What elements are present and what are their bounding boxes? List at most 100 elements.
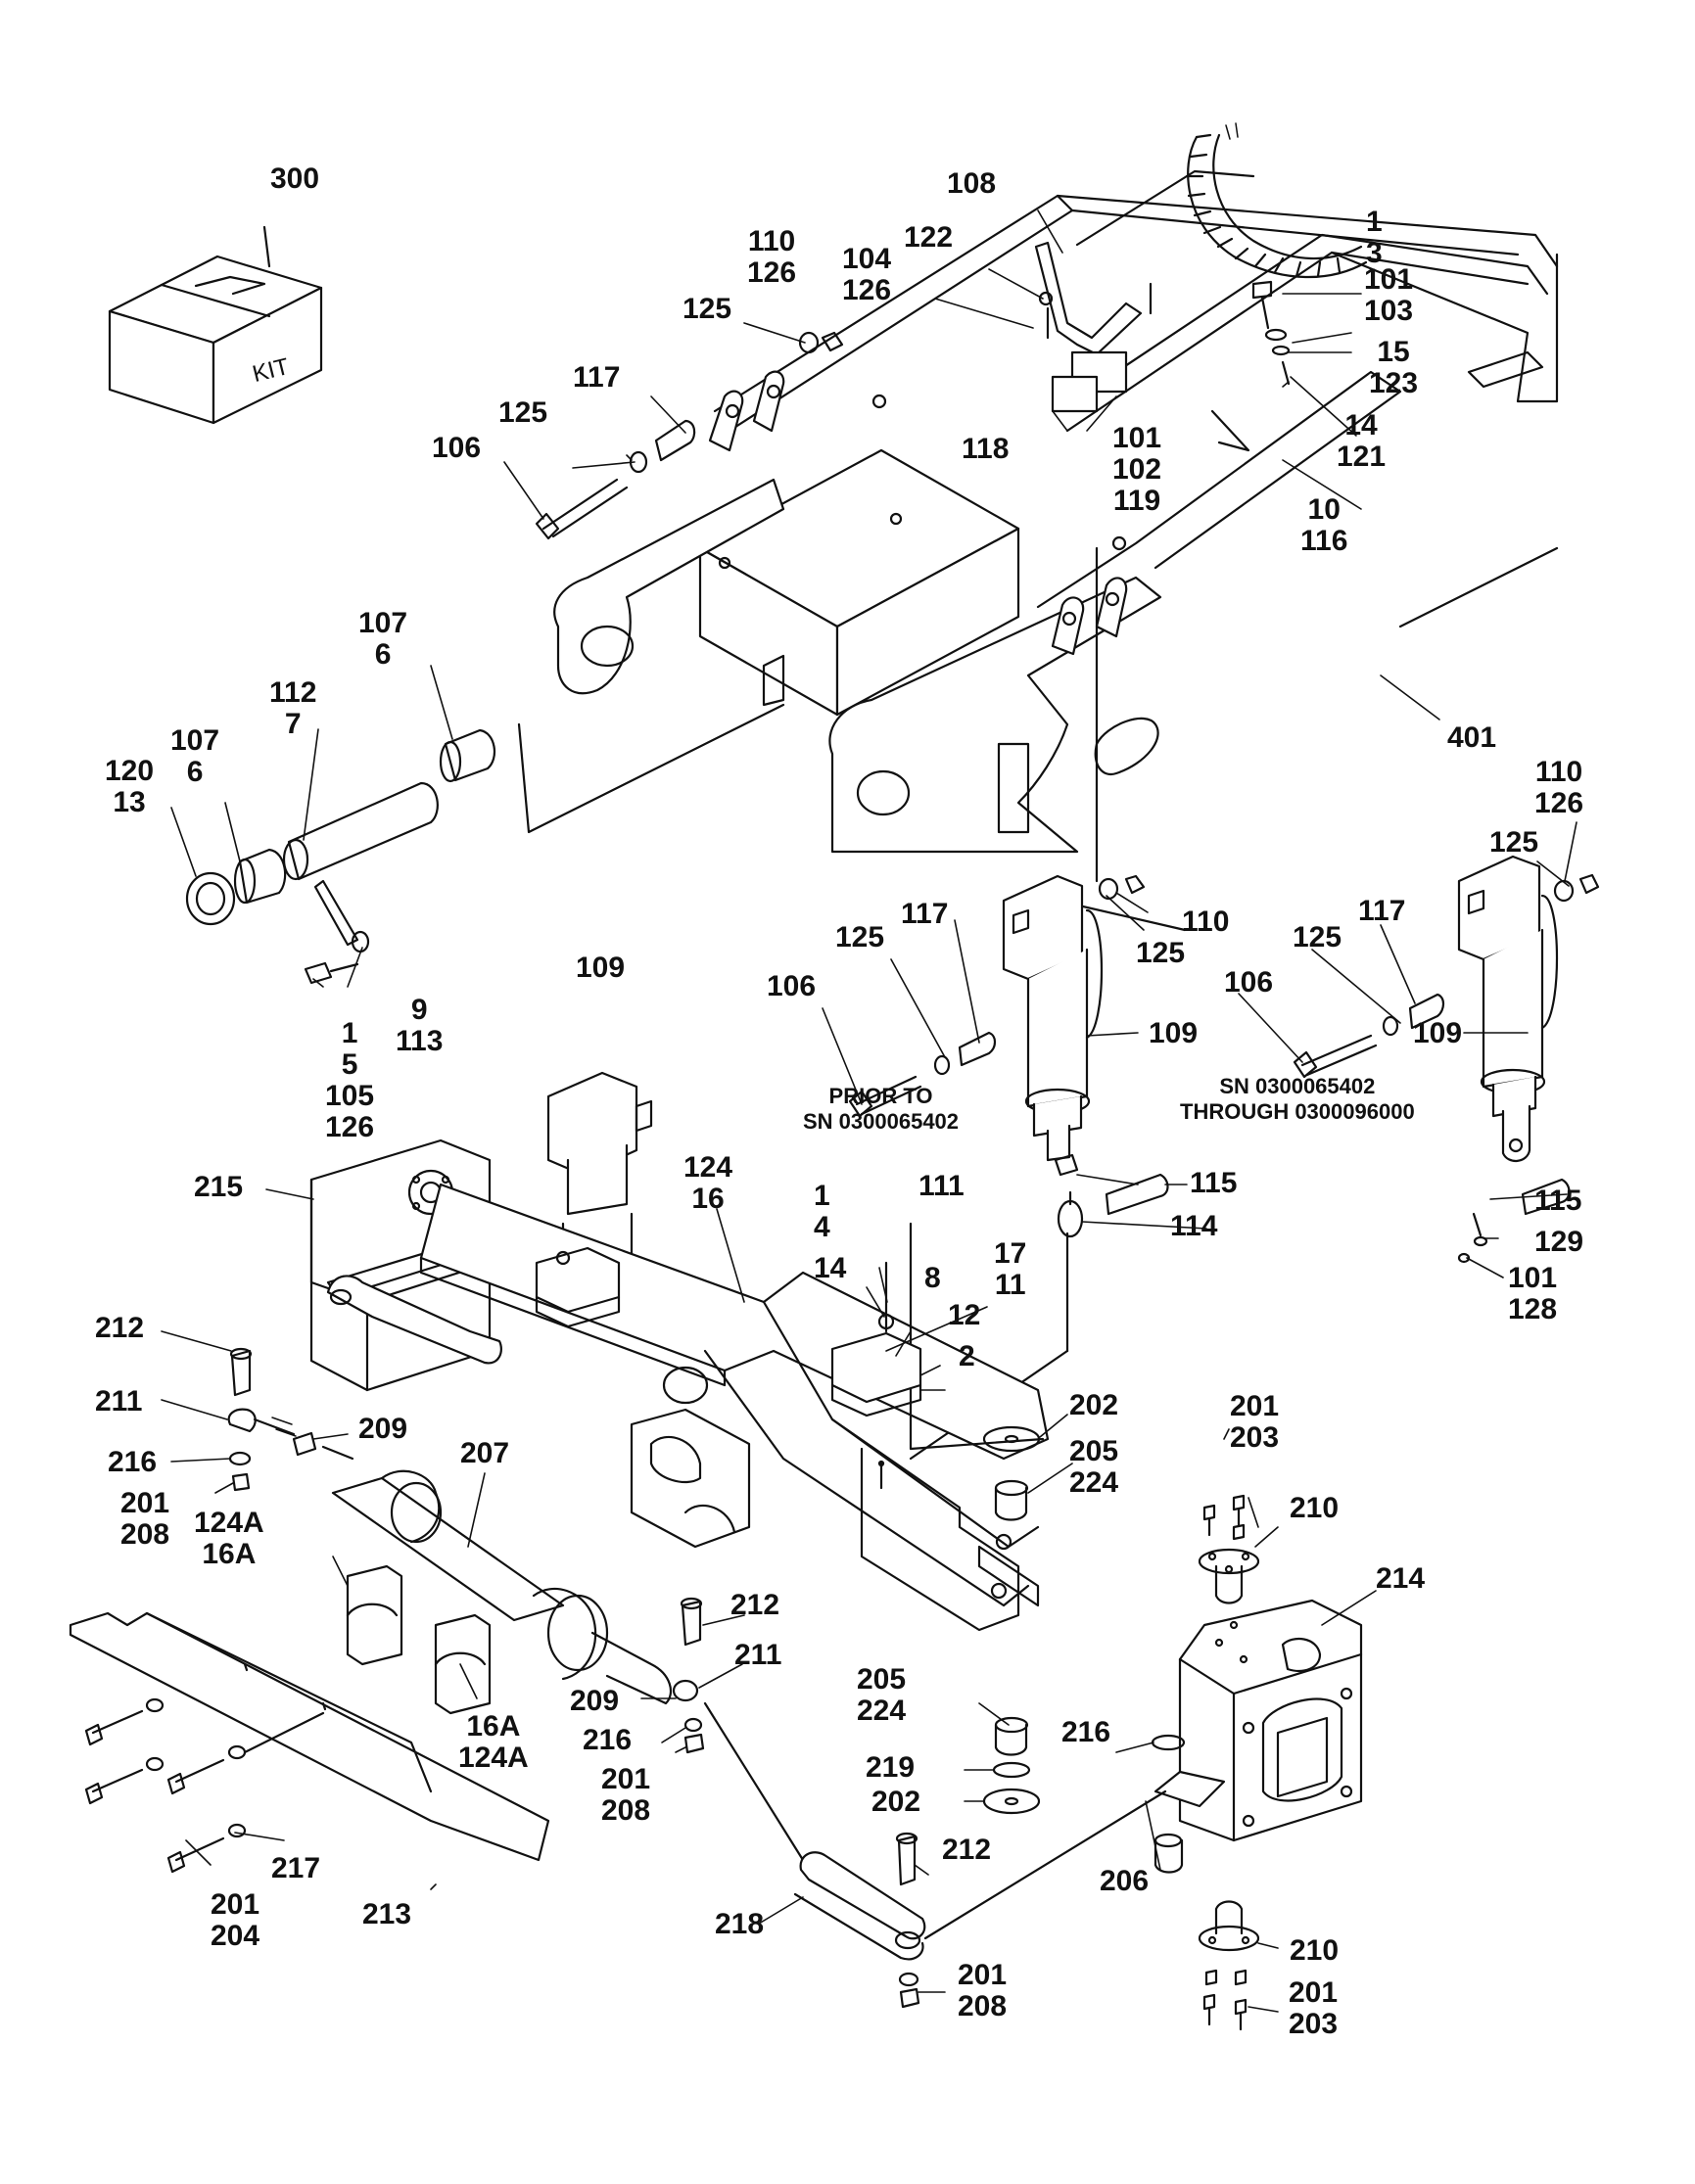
- callout-115-right: 115: [1534, 1185, 1582, 1217]
- callout-114: 114: [1170, 1210, 1218, 1242]
- callout-104-126: 104 126: [842, 243, 892, 306]
- callout-111: 111: [918, 1170, 965, 1202]
- callout-216-left: 216: [108, 1446, 158, 1478]
- callout-110-126-right: 110 126: [1534, 756, 1584, 819]
- callout-2: 2: [959, 1340, 975, 1372]
- callout-17-11: 17 11: [994, 1237, 1027, 1301]
- callout-14: 14: [814, 1252, 847, 1284]
- callout-217: 217: [271, 1852, 321, 1884]
- callout-213: 213: [362, 1898, 412, 1930]
- driveshaft-207: [331, 1469, 699, 1705]
- callout-8: 8: [924, 1262, 941, 1294]
- callout-125-mid: 125: [835, 921, 885, 953]
- callout-219: 219: [866, 1751, 916, 1784]
- callout-9-113: 9 113: [396, 994, 444, 1057]
- callout-16a-124a-bottom: 16A 124A: [458, 1710, 529, 1774]
- callout-300: 300: [270, 163, 320, 195]
- note-sn-through: SN 0300065402 THROUGH 0300096000: [1180, 1074, 1415, 1124]
- callout-10-116: 10 116: [1300, 493, 1348, 557]
- callout-101-103: 101 103: [1364, 263, 1414, 327]
- callout-201-208-mid: 201 208: [601, 1763, 651, 1827]
- callout-109-right: 109: [1413, 1017, 1463, 1049]
- callout-120-13: 120 13: [105, 755, 155, 818]
- callout-125-right: 125: [1489, 826, 1539, 859]
- link-218: [793, 1789, 1167, 2009]
- callout-201-208-left: 201 208: [120, 1487, 170, 1551]
- upper-frame: [553, 169, 1559, 854]
- kit-box: [108, 225, 323, 425]
- callout-107-6-a: 107 6: [358, 607, 408, 671]
- callout-215: 215: [194, 1171, 244, 1203]
- callout-205-224-top: 205 224: [1069, 1435, 1119, 1499]
- callout-101-128: 101 128: [1508, 1262, 1558, 1325]
- callout-201-203-bottom: 201 203: [1289, 1976, 1339, 2040]
- callout-205-224-bottom: 205 224: [857, 1663, 907, 1727]
- callout-112-7: 112 7: [269, 676, 317, 740]
- callout-210-top: 210: [1290, 1492, 1340, 1524]
- callout-125-right2: 125: [1293, 921, 1342, 953]
- callout-107-6-b: 107 6: [170, 724, 220, 788]
- callout-201-203-top: 201 203: [1230, 1390, 1280, 1454]
- lower-frame: [309, 1138, 1050, 1632]
- guard-213: [69, 1611, 550, 1874]
- callout-401: 401: [1447, 721, 1497, 754]
- callout-201-204: 201 204: [211, 1888, 260, 1952]
- callout-211-left: 211: [95, 1385, 143, 1417]
- cylinder-109-mid: [1002, 874, 1104, 1162]
- callout-12: 12: [948, 1299, 981, 1331]
- callout-14-121: 14 121: [1337, 409, 1387, 473]
- callout-212-mid: 212: [730, 1589, 780, 1621]
- callout-216-right: 216: [1061, 1716, 1111, 1748]
- callout-202-top: 202: [1069, 1389, 1119, 1421]
- cylinder-109-right: [1457, 855, 1559, 1162]
- callout-125-top: 125: [683, 293, 732, 325]
- callout-1-3: 1 3: [1366, 206, 1383, 269]
- callout-206: 206: [1100, 1865, 1150, 1897]
- clamps-16a: [346, 1564, 492, 1715]
- callout-124-16: 124 16: [683, 1151, 733, 1215]
- callout-118: 118: [962, 433, 1010, 465]
- callout-109-mid: 109: [1149, 1017, 1199, 1049]
- callout-202-bottom: 202: [871, 1786, 921, 1818]
- callout-218: 218: [715, 1908, 765, 1940]
- callout-108: 108: [947, 167, 997, 200]
- callout-125-mid2: 125: [1136, 937, 1186, 969]
- callout-210-bottom: 210: [1290, 1934, 1340, 1967]
- small-pins: [1054, 1153, 1571, 1264]
- callout-129: 129: [1534, 1226, 1584, 1258]
- callout-106-top: 106: [432, 432, 482, 464]
- flange-210-top: [1198, 1494, 1260, 1604]
- callout-15-123: 15 123: [1369, 336, 1419, 399]
- callout-106-mid: 106: [767, 970, 817, 1002]
- callout-212-bottom: 212: [942, 1834, 992, 1866]
- callout-122: 122: [904, 221, 954, 254]
- callout-214: 214: [1376, 1562, 1426, 1595]
- callout-117-right: 117: [1358, 895, 1406, 927]
- swing-gear: [1185, 122, 1368, 279]
- callout-1-5-105-126: 1 5 105 126: [325, 1017, 375, 1143]
- callout-125-mid-top: 125: [498, 396, 548, 429]
- pin-group: [185, 703, 785, 985]
- callout-117-top: 117: [573, 361, 621, 394]
- callout-216-mid: 216: [583, 1724, 633, 1756]
- top-hardware: [535, 331, 1600, 1461]
- callout-110-126-top: 110 126: [747, 225, 797, 289]
- callout-115-mid: 115: [1190, 1167, 1238, 1199]
- callout-201-208-bottom: 201 208: [958, 1959, 1008, 2022]
- callout-207: 207: [460, 1437, 510, 1469]
- flange-210-bottom: [1198, 1900, 1260, 2031]
- callout-110-mid: 110: [1182, 906, 1230, 938]
- callout-109-left: 109: [576, 952, 626, 984]
- callout-1-4: 1 4: [814, 1180, 830, 1243]
- bushing-washers: [982, 1425, 1041, 1815]
- callout-101-102-119: 101 102 119: [1112, 422, 1162, 517]
- callout-106-right: 106: [1224, 966, 1274, 999]
- leader-lines: [161, 209, 1577, 2013]
- callout-209-left: 209: [358, 1413, 408, 1445]
- left-linkage-hardware: [227, 1347, 805, 1862]
- callout-211-mid: 211: [734, 1639, 782, 1671]
- gearbox-214: [1151, 1599, 1363, 1874]
- callout-209-mid: 209: [570, 1685, 620, 1717]
